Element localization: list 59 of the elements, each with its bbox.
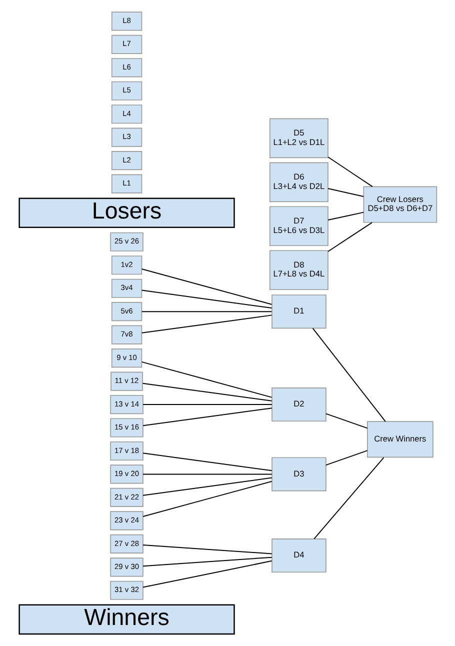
connector	[140, 290, 272, 308]
node-box: D2	[271, 388, 326, 422]
node-box: 29 v 30	[110, 558, 143, 577]
node-box: D5 L1+L2 vs D1L	[268, 118, 328, 158]
connector	[312, 328, 386, 422]
connector	[313, 457, 384, 540]
node-box: L4	[110, 104, 142, 124]
node-box: L8	[110, 12, 142, 31]
connector	[142, 480, 272, 517]
node-box: 21 v 22	[110, 488, 143, 507]
node-box: L7	[110, 34, 142, 54]
connector	[142, 382, 272, 402]
node-box: Winners	[18, 604, 234, 635]
node-box: D1	[271, 294, 326, 329]
connector	[324, 413, 368, 429]
node-box: 3v4	[110, 278, 142, 298]
node-box: Crew Winners	[366, 421, 433, 458]
connector	[327, 222, 372, 252]
node-box: D4	[271, 538, 326, 573]
node-box: 1v2	[110, 256, 142, 275]
node-box: L6	[110, 58, 142, 78]
node-box: D7 L5+L6 vs D3L	[268, 206, 328, 246]
connector	[327, 188, 364, 197]
connector	[142, 560, 272, 588]
node-box: 19 v 20	[110, 464, 143, 484]
node-box: 11 v 12	[110, 372, 142, 391]
connector	[142, 477, 272, 496]
connector	[142, 474, 272, 475]
node-box: D6 L3+L4 vs D2L	[268, 162, 328, 202]
connector	[142, 544, 272, 554]
node-box: 31 v 32	[110, 580, 143, 600]
connector	[142, 404, 272, 406]
connector	[140, 361, 272, 398]
node-box: 9 v 10	[110, 348, 142, 368]
connector	[140, 268, 272, 305]
connector	[327, 156, 372, 188]
node-box: D8 L7+L8 vs D4L	[268, 250, 328, 290]
node-box: D3	[271, 457, 326, 492]
node-box: 25 v 26	[110, 232, 143, 252]
connector	[324, 450, 368, 466]
node-box: 7v8	[110, 325, 142, 344]
node-box: Losers	[18, 198, 234, 228]
connector	[142, 408, 272, 426]
connector	[142, 452, 272, 472]
node-box: L3	[110, 128, 142, 147]
node-box: 17 v 18	[110, 441, 143, 461]
node-box: L2	[110, 151, 142, 170]
node-box: L5	[110, 81, 142, 100]
connector	[140, 311, 272, 312]
node-box: 27 v 28	[110, 534, 143, 554]
node-box: 5v6	[110, 302, 142, 322]
node-box: L1	[110, 174, 142, 194]
node-box: 15 v 16	[110, 418, 143, 438]
node-box: 23 v 24	[110, 511, 143, 530]
connector	[327, 212, 364, 220]
node-box: 13 v 14	[110, 394, 143, 414]
connector	[142, 556, 272, 567]
node-box: Crew Losers D5+D8 vs D6+D7	[362, 186, 437, 223]
connector	[140, 314, 272, 334]
